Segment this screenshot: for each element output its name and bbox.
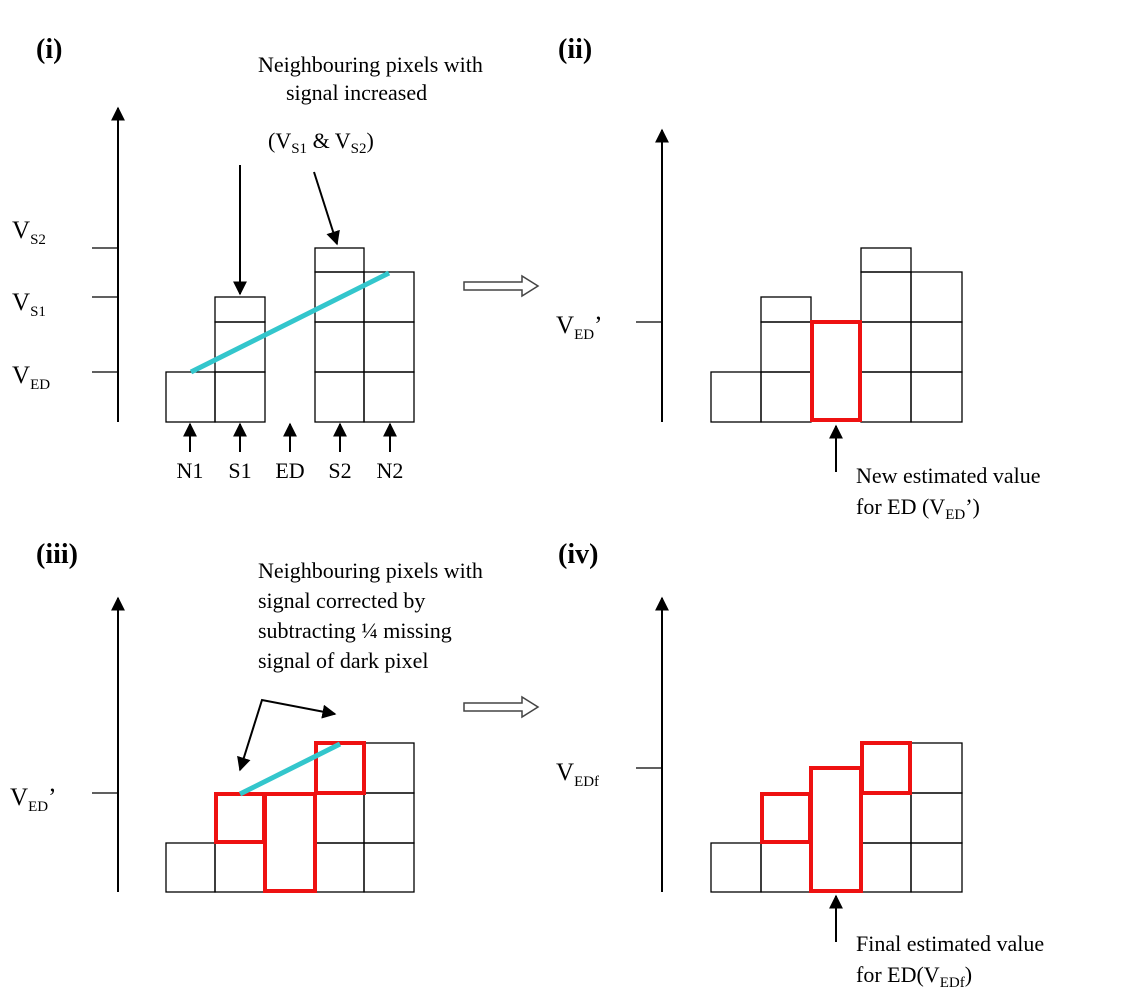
y-label-ved: VED — [12, 362, 50, 393]
pixel-grid-ii — [710, 247, 963, 423]
annotation-iii-line2: signal corrected by — [258, 588, 425, 613]
panel-label-i: (i) — [36, 34, 62, 65]
y-label-vedf: VEDf — [556, 759, 599, 790]
panel-label-iii: (iii) — [36, 539, 78, 570]
pixel-s1-base — [214, 371, 266, 423]
caption-iv-line1: Final estimated value — [856, 931, 1044, 956]
pixel-n2-mid-ii — [910, 321, 963, 373]
x-label-ed: ED — [275, 458, 304, 483]
panel-iii: (iii) Neighbouring pixels with signal co… — [10, 539, 483, 893]
x-label-n1: N1 — [177, 458, 204, 483]
corrected-s1-pixel-iii — [214, 792, 266, 844]
x-label-n2: N2 — [377, 458, 404, 483]
pixel-n1-iii — [165, 842, 216, 893]
pixel-s1-base-iii — [214, 842, 266, 893]
final-ed-pixel-iv — [809, 766, 863, 893]
corrected-s1-pixel-iv — [760, 792, 812, 844]
estimated-ed-pixel-ii — [810, 320, 862, 422]
pixel-grid-iv — [710, 742, 963, 893]
annotation-iii-line1: Neighbouring pixels with — [258, 558, 483, 583]
x-label-s1: S1 — [228, 458, 251, 483]
hollow-right-arrow-icon — [463, 274, 540, 298]
pixel-n1-iv — [710, 842, 762, 893]
pixel-s2-increase — [314, 247, 365, 273]
pixel-n2-base-iv — [910, 842, 963, 893]
interpolation-line-iii — [238, 741, 342, 797]
pixel-n2-mid-iv — [910, 792, 963, 844]
pixel-s1-mid-ii — [760, 321, 812, 373]
caption-iv-line2: for ED(VEDf) — [856, 962, 972, 991]
pixel-n2-top-iv — [910, 742, 963, 794]
corrected-s2-pixel-iv — [860, 741, 912, 795]
pixel-s2-mid — [314, 321, 365, 373]
pixel-n2-top-iii — [363, 742, 415, 794]
annotation-iii-line3: subtracting ¼ missing — [258, 618, 452, 643]
pixel-grid-i — [165, 247, 415, 423]
pixel-n2-top — [363, 271, 415, 323]
y-label-vs1: VS1 — [12, 289, 46, 320]
pixel-n2-top-ii — [910, 271, 963, 323]
panel-ii: (ii) VED’ New estimated value for ED (VE… — [556, 34, 1041, 523]
panel-label-iv: (iv) — [558, 539, 598, 570]
panel-iv: (iv) VEDf Final estimated value for ED(V… — [556, 539, 1044, 991]
pixel-s2-mid-iii — [314, 792, 365, 844]
pixel-s2-mid-iv — [860, 792, 912, 844]
x-label-s2: S2 — [328, 458, 351, 483]
pixel-s2-base-iv — [860, 842, 912, 893]
pixel-s1-base-ii — [760, 371, 812, 423]
pixel-grid-iii — [165, 742, 415, 893]
pixel-s2-mid-ii — [860, 321, 912, 373]
y-label-ved-prime-iii: VED’ — [10, 784, 56, 815]
pixel-n2-mid-iii — [363, 792, 415, 844]
pointer-arrow-s2 — [313, 171, 340, 246]
pixel-s1-increase — [214, 296, 266, 323]
pixel-n2-base-iii — [363, 842, 415, 893]
pixel-s1-increase-ii — [760, 296, 812, 323]
annotation-i-line1: Neighbouring pixels with — [258, 52, 483, 77]
y-label-vs2: VS2 — [12, 217, 46, 248]
interpolation-line-i — [189, 270, 391, 375]
pixel-s2-upper-ii — [860, 271, 912, 323]
pixel-n1-ii — [710, 371, 762, 423]
pixel-n2-base — [363, 371, 415, 423]
pixel-s1-base-iv — [760, 842, 812, 893]
panel-i: (i) Neighbouring pixels with signal incr… — [12, 34, 483, 483]
dark-ed-pixel-iii — [263, 792, 317, 893]
pointer-arrow-neighbours-iii — [237, 698, 337, 772]
pixel-s2-base — [314, 371, 365, 423]
caption-ii-line2: for ED (VED’) — [856, 494, 980, 523]
pixel-n2-base-ii — [910, 371, 963, 423]
annotation-i-line3: (VS1 & VS2) — [268, 128, 374, 157]
annotation-i-line2: signal increased — [286, 80, 427, 105]
pixel-s2-base-iii — [314, 842, 365, 893]
pixel-n1 — [165, 371, 216, 423]
pixel-s2-base-ii — [860, 371, 912, 423]
annotation-iii-line4: signal of dark pixel — [258, 648, 428, 673]
pixel-n2-mid — [363, 321, 415, 373]
caption-ii-line1: New estimated value — [856, 463, 1041, 488]
pixel-s2-increase-ii — [860, 247, 912, 273]
panel-label-ii: (ii) — [558, 34, 592, 65]
y-label-ved-prime-ii: VED’ — [556, 312, 602, 343]
hollow-right-arrow-icon-2 — [463, 695, 540, 719]
